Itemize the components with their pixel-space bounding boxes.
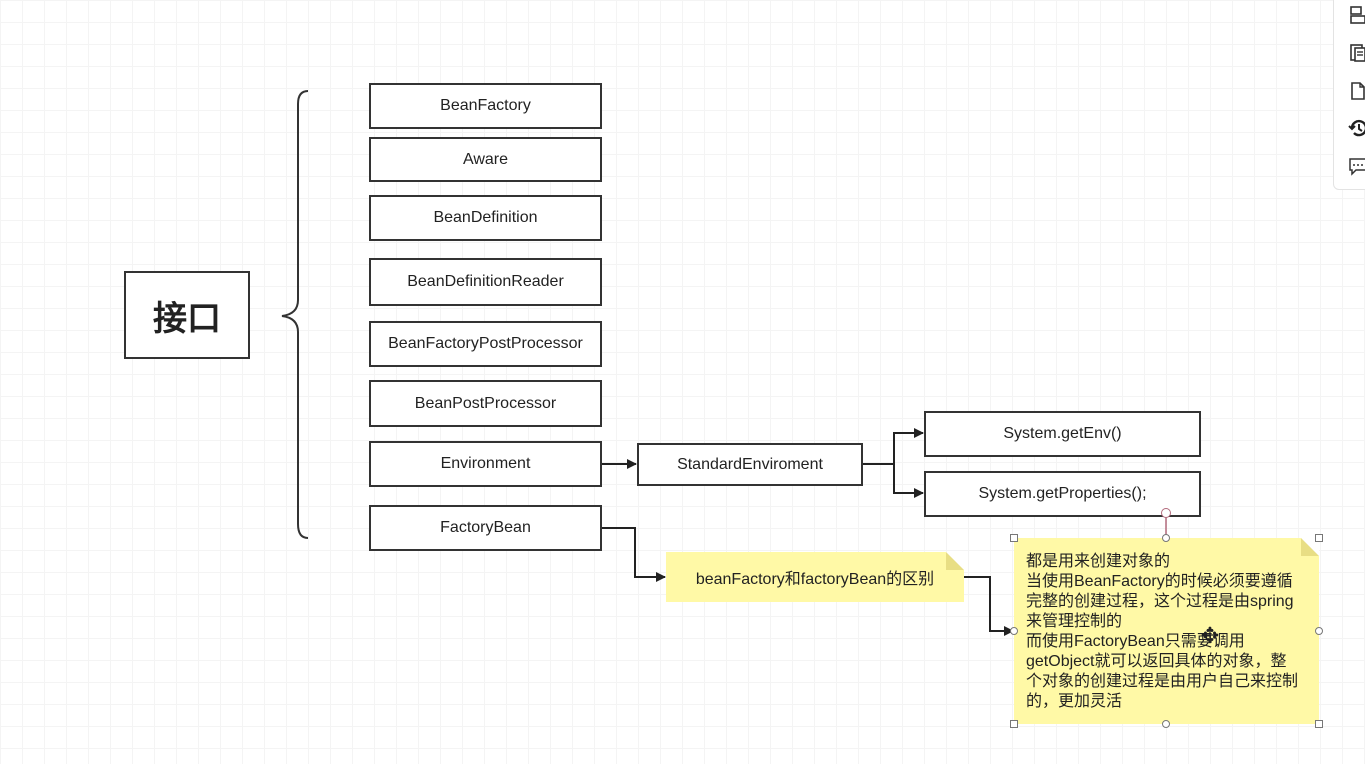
resize-handle-bottom-right[interactable] (1315, 720, 1323, 728)
note-line: 当使用BeanFactory的时候必须要遵循 (1026, 573, 1293, 590)
side-toolbar (1333, 0, 1365, 190)
note-line: 都是用来创建对象的 (1026, 553, 1171, 570)
note-line: 个对象的创建过程是由用户自己来控制 (1026, 673, 1299, 690)
node-label: BeanPostProcessor (414, 394, 557, 412)
root-node[interactable]: 接口 (124, 271, 250, 359)
node-system-getenv[interactable]: System.getEnv() (924, 411, 1201, 457)
note-line: 完整的创建过程，这个过程是由spring (1026, 593, 1294, 610)
node-label: FactoryBean (440, 519, 531, 536)
node-label: BeanFactory (440, 97, 531, 114)
node-beandefinitionreader[interactable]: BeanDefinitionReader (369, 258, 602, 306)
layout-icon[interactable] (1346, 3, 1365, 27)
node-standardenviroment[interactable]: StandardEnviroment (637, 443, 863, 486)
node-aware[interactable]: Aware (369, 137, 602, 182)
connect-handle-top[interactable] (1162, 534, 1170, 542)
note-line: 的，更加灵活 (1026, 693, 1123, 710)
connect-handle-left[interactable] (1010, 627, 1018, 635)
comment-icon[interactable] (1346, 154, 1365, 178)
note-line: 而使用FactoryBean只需要调用 (1026, 633, 1245, 650)
note-fold (1301, 538, 1319, 556)
resize-handle-top-left[interactable] (1010, 534, 1018, 542)
connect-point[interactable] (1161, 508, 1171, 518)
arrow-note-to-explanation (964, 576, 1014, 636)
note-line: 来管理控制的 (1026, 613, 1123, 630)
history-icon[interactable] (1346, 116, 1365, 140)
resize-handle-bottom-left[interactable] (1010, 720, 1018, 728)
note-line: getObject就可以返回具体的对象，整 (1026, 653, 1287, 670)
note-difference-text: beanFactory和factoryBean的区别 (695, 571, 935, 588)
node-label: BeanDefinitionReader (407, 273, 564, 290)
node-beanpostprocessor[interactable]: BeanPostProcessor (369, 380, 602, 427)
node-label: StandardEnviroment (677, 455, 823, 473)
move-cursor-icon: ✥ (1200, 623, 1220, 648)
curly-brace (281, 90, 309, 539)
connect-handle-right[interactable] (1315, 627, 1323, 635)
node-beandefinition[interactable]: BeanDefinition (369, 195, 602, 241)
copy-icon[interactable] (1346, 41, 1365, 65)
node-label: Aware (462, 150, 509, 168)
node-label: Environment (440, 455, 531, 472)
page-icon[interactable] (1346, 79, 1365, 103)
node-beanfactory[interactable]: BeanFactory (369, 83, 602, 129)
node-label: System.getEnv() (1003, 425, 1122, 442)
node-system-getproperties[interactable]: System.getProperties(); (924, 471, 1201, 517)
note-explanation[interactable]: 都是用来创建对象的 当使用BeanFactory的时候必须要遵循 完整的创建过程… (1014, 538, 1319, 724)
root-label: 接口 (153, 299, 221, 338)
node-beanfactorypostprocessor[interactable]: BeanFactoryPostProcessor (369, 321, 602, 367)
node-label: BeanDefinition (433, 209, 538, 226)
arrow-standard-to-getproperties (862, 463, 924, 498)
node-factorybean[interactable]: FactoryBean (369, 505, 602, 551)
node-label: BeanFactoryPostProcessor (388, 335, 583, 352)
connect-handle-bottom[interactable] (1162, 720, 1170, 728)
note-difference[interactable]: beanFactory和factoryBean的区别 (666, 552, 964, 602)
arrow-standard-to-getenv (862, 428, 924, 465)
resize-handle-top-right[interactable] (1315, 534, 1323, 542)
node-environment[interactable]: Environment (369, 441, 602, 487)
node-label: System.getProperties(); (978, 485, 1147, 502)
note-fold (946, 552, 964, 570)
arrow-factorybean-to-note (601, 527, 666, 582)
